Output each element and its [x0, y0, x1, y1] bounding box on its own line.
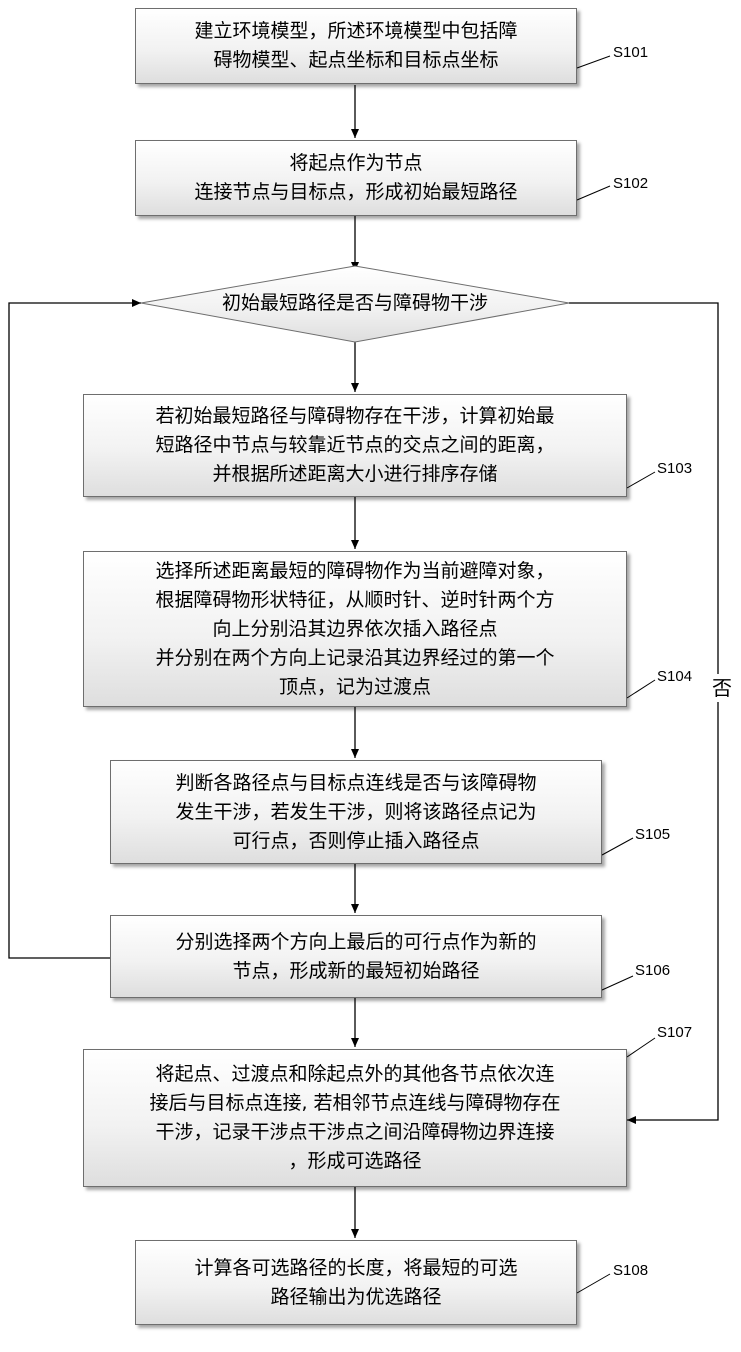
step-s107-label: S107 — [657, 1024, 692, 1042]
step-s103-line-3: 并根据所述距离大小进行排序存储 — [212, 460, 497, 489]
step-s104-line-5: 顶点，记为过渡点 — [279, 673, 431, 702]
label-line-s105 — [602, 838, 633, 855]
step-s102-line-2: 连接节点与目标点，形成初始最短路径 — [194, 178, 517, 207]
step-s104-line-4: 并分别在两个方向上记录沿其边界经过的第一个 — [155, 644, 554, 673]
label-line-s107 — [627, 1038, 655, 1057]
step-s101-box: 建立环境模型，所述环境模型中包括障 碍物模型、起点坐标和目标点坐标 — [135, 8, 577, 84]
label-line-s104 — [627, 680, 655, 698]
step-s104-line-2: 根据障碍物形状特征，从顺时针、逆时针两个方 — [155, 586, 554, 615]
step-s102-box: 将起点作为节点 连接节点与目标点，形成初始最短路径 — [135, 140, 577, 216]
step-s106-line-2: 节点，形成新的最短初始路径 — [232, 957, 479, 986]
step-s102-label: S102 — [613, 175, 648, 193]
step-s103-label: S103 — [657, 460, 692, 478]
decision-text: 初始最短路径是否与障碍物干涉 — [185, 289, 525, 317]
label-line-s108 — [577, 1274, 610, 1293]
step-s103-box: 若初始最短路径与障碍物存在干涉，计算初始最 短路径中节点与较靠近节点的交点之间的… — [83, 394, 627, 497]
step-s102-line-1: 将起点作为节点 — [289, 149, 422, 178]
step-s106-box: 分别选择两个方向上最后的可行点作为新的 节点，形成新的最短初始路径 — [110, 915, 602, 998]
step-s101-line-1: 建立环境模型，所述环境模型中包括障 — [194, 17, 517, 46]
step-s108-line-2: 路径输出为优选路径 — [270, 1283, 441, 1312]
step-s101-label: S101 — [613, 44, 648, 62]
label-line-s106 — [602, 976, 633, 990]
step-s107-line-3: 干涉，记录干涉点干涉点之间沿障碍物边界连接 — [155, 1118, 554, 1147]
step-s107-line-2: 接后与目标点连接, 若相邻节点连线与障碍物存在 — [149, 1089, 560, 1118]
decision-no-label: 否 — [712, 674, 732, 702]
step-s107-box: 将起点、过渡点和除起点外的其他各节点依次连 接后与目标点连接, 若相邻节点连线与… — [83, 1049, 627, 1187]
step-s105-label: S105 — [635, 826, 670, 844]
label-line-s101 — [577, 56, 610, 68]
step-s105-box: 判断各路径点与目标点连线是否与该障碍物 发生干涉，若发生干涉，则将该路径点记为 … — [110, 760, 602, 864]
step-s104-line-3: 向上分别沿其边界依次插入路径点 — [212, 615, 497, 644]
step-s104-line-1: 选择所述距离最短的障碍物作为当前避障对象， — [155, 557, 554, 586]
step-s106-line-1: 分别选择两个方向上最后的可行点作为新的 — [175, 928, 536, 957]
step-s108-line-1: 计算各可选路径的长度，将最短的可选 — [194, 1254, 517, 1283]
step-s105-line-1: 判断各路径点与目标点连线是否与该障碍物 — [175, 769, 536, 798]
label-line-s102 — [577, 186, 610, 200]
step-s105-line-2: 发生干涉，若发生干涉，则将该路径点记为 — [175, 798, 536, 827]
step-s103-line-2: 短路径中节点与较靠近节点的交点之间的距离， — [155, 431, 554, 460]
step-s107-line-4: ，形成可选路径 — [288, 1147, 421, 1176]
step-s107-line-1: 将起点、过渡点和除起点外的其他各节点依次连 — [155, 1060, 554, 1089]
step-s104-label: S104 — [657, 668, 692, 686]
step-s105-line-3: 可行点，否则停止插入路径点 — [232, 827, 479, 856]
step-s106-label: S106 — [635, 962, 670, 980]
label-line-s103 — [627, 472, 655, 488]
step-s108-box: 计算各可选路径的长度，将最短的可选 路径输出为优选路径 — [135, 1240, 577, 1325]
step-s108-label: S108 — [613, 1262, 648, 1280]
step-s104-box: 选择所述距离最短的障碍物作为当前避障对象， 根据障碍物形状特征，从顺时针、逆时针… — [83, 551, 627, 707]
step-s103-line-1: 若初始最短路径与障碍物存在干涉，计算初始最 — [155, 402, 554, 431]
step-s101-line-2: 碍物模型、起点坐标和目标点坐标 — [213, 46, 498, 75]
